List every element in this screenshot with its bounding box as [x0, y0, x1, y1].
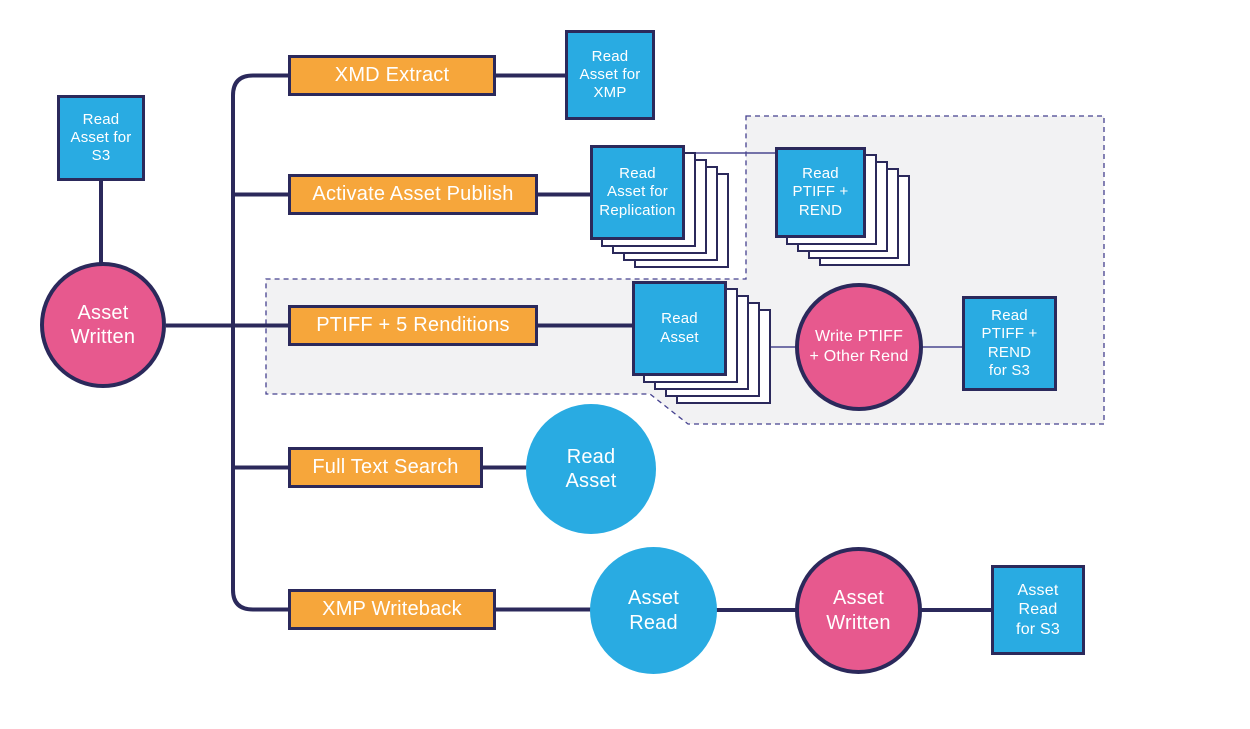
xmd-extract-box: XMD Extract [288, 55, 496, 96]
asset-written-source-node: Asset Written [40, 262, 166, 388]
read-ptiff-rend-node: Read PTIFF + REND [775, 147, 866, 238]
ptiff-5-renditions-box: PTIFF + 5 Renditions [288, 305, 538, 346]
write-ptiff-other-rend-node: Write PTIFF + Other Rend [795, 283, 923, 411]
asset-read-circle-node: Asset Read [590, 547, 717, 674]
xmp-writeback-box: XMP Writeback [288, 589, 496, 630]
full-text-search-box: Full Text Search [288, 447, 483, 488]
read-asset-for-replication-node: Read Asset for Replication [590, 145, 685, 240]
activate-asset-publish-box: Activate Asset Publish [288, 174, 538, 215]
asset-written-circle-node: Asset Written [795, 547, 922, 674]
read-asset-for-xmp-node: Read Asset for XMP [565, 30, 655, 120]
asset-read-for-s3-node: Asset Read for S3 [991, 565, 1085, 655]
connector-branch-trunk [231, 73, 288, 612]
read-ptiff-rend-for-s3-node: Read PTIFF + REND for S3 [962, 296, 1057, 391]
read-asset-stacked-node: Read Asset [632, 281, 727, 376]
read-asset-for-s3-node: Read Asset for S3 [57, 95, 145, 181]
read-asset-circle-node: Read Asset [526, 404, 656, 534]
